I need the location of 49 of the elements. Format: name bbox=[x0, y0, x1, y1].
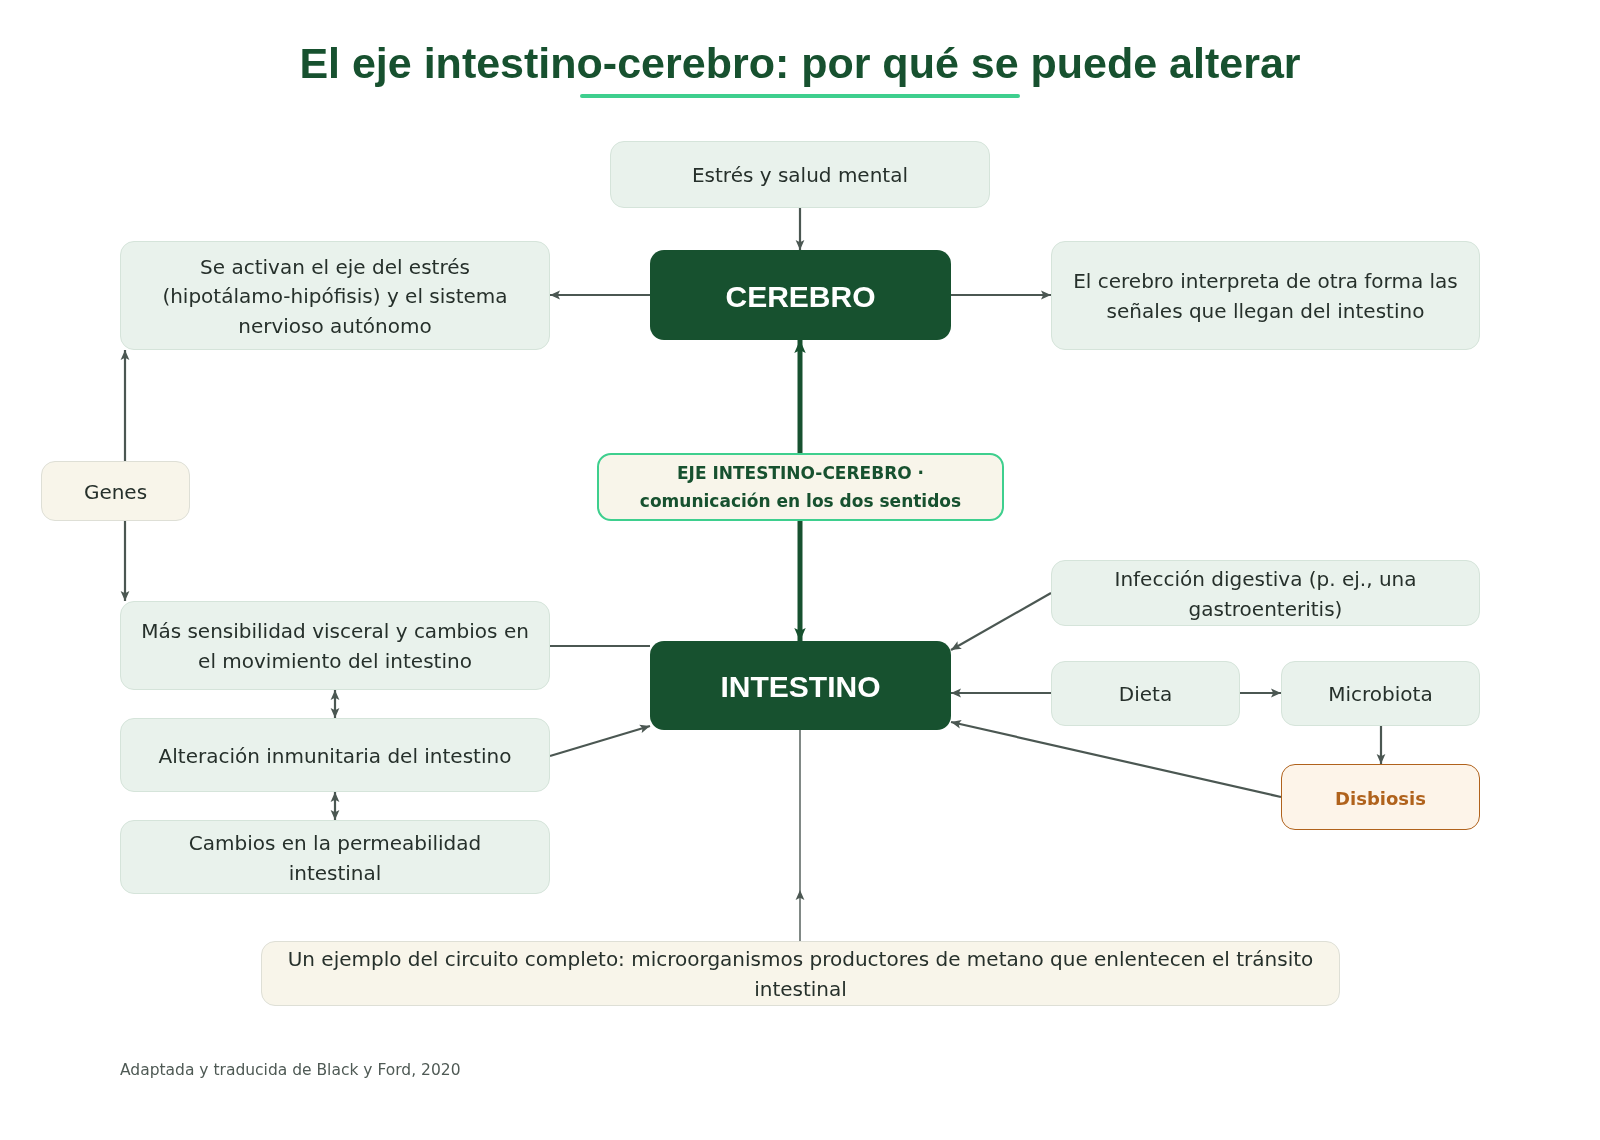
arrow bbox=[120, 521, 130, 601]
axis-label: EJE INTESTINO-CEREBRO · comunicación en los dos sentidos bbox=[638, 462, 963, 513]
note-box bbox=[261, 941, 1340, 1006]
concept-box bbox=[1051, 241, 1480, 350]
concept-text: Infección digestiva (p. ej., una gastroenteritis) bbox=[1113, 565, 1418, 623]
concept-box bbox=[120, 241, 550, 350]
arrow bbox=[550, 290, 650, 300]
concept-text: Microbiota bbox=[1328, 681, 1433, 709]
arrow bbox=[794, 521, 806, 641]
arrow bbox=[794, 340, 806, 453]
concept-box bbox=[120, 718, 550, 792]
arrow bbox=[1376, 726, 1386, 764]
note-text: Un ejemplo del circuito completo: microorganismos productores de metano que enlentecen el tránsito intestinal bbox=[286, 946, 1315, 1003]
concept-text: Estrés y salud mental bbox=[691, 162, 908, 190]
arrow bbox=[950, 592, 1052, 651]
note-text: Genes bbox=[83, 478, 148, 506]
hub-box bbox=[650, 250, 951, 340]
axis-box bbox=[597, 453, 1004, 521]
concept-text: Cambios en la permeabilidad intestinal bbox=[187, 829, 483, 887]
concept-box bbox=[120, 820, 550, 894]
highlight-label: Disbiosis bbox=[1335, 786, 1426, 811]
note-box bbox=[41, 461, 190, 521]
hub-box bbox=[650, 641, 951, 730]
hub-label: INTESTINO bbox=[720, 669, 881, 705]
arrow bbox=[795, 729, 805, 942]
concept-text: Alteración inmunitaria del intestino bbox=[158, 742, 512, 770]
concept-text: Más sensibilidad visceral y cambios en el movimiento del intestino bbox=[140, 618, 530, 675]
highlight-box bbox=[1281, 764, 1480, 830]
concept-text: Dieta bbox=[1118, 681, 1173, 709]
title: El eje intestino-cerebro: por qué se puede alterar bbox=[298, 38, 1302, 88]
double-arrow bbox=[330, 792, 340, 820]
concept-box bbox=[1051, 661, 1240, 726]
concept-text: Se activan el eje del estrés (hipotálamo-hipófisis) y el sistema nervioso autónomo bbox=[161, 253, 509, 340]
arrow bbox=[795, 208, 805, 250]
concept-box bbox=[120, 601, 550, 690]
double-arrow bbox=[330, 690, 340, 718]
concept-box bbox=[1051, 560, 1480, 626]
arrow bbox=[950, 719, 1282, 799]
concept-box bbox=[610, 141, 990, 208]
arrow bbox=[951, 688, 1051, 698]
arrow bbox=[549, 724, 651, 758]
arrow bbox=[120, 350, 130, 461]
arrow bbox=[951, 290, 1051, 300]
concept-box bbox=[1281, 661, 1480, 726]
source-note: Adaptada y traducida de Black y Ford, 2020 bbox=[120, 1060, 461, 1081]
arrow bbox=[1240, 688, 1281, 698]
concept-text: El cerebro interpreta de otra forma las señales que llegan del intestino bbox=[1072, 268, 1459, 325]
hub-label: CEREBRO bbox=[725, 278, 876, 315]
connector-line bbox=[550, 644, 650, 648]
